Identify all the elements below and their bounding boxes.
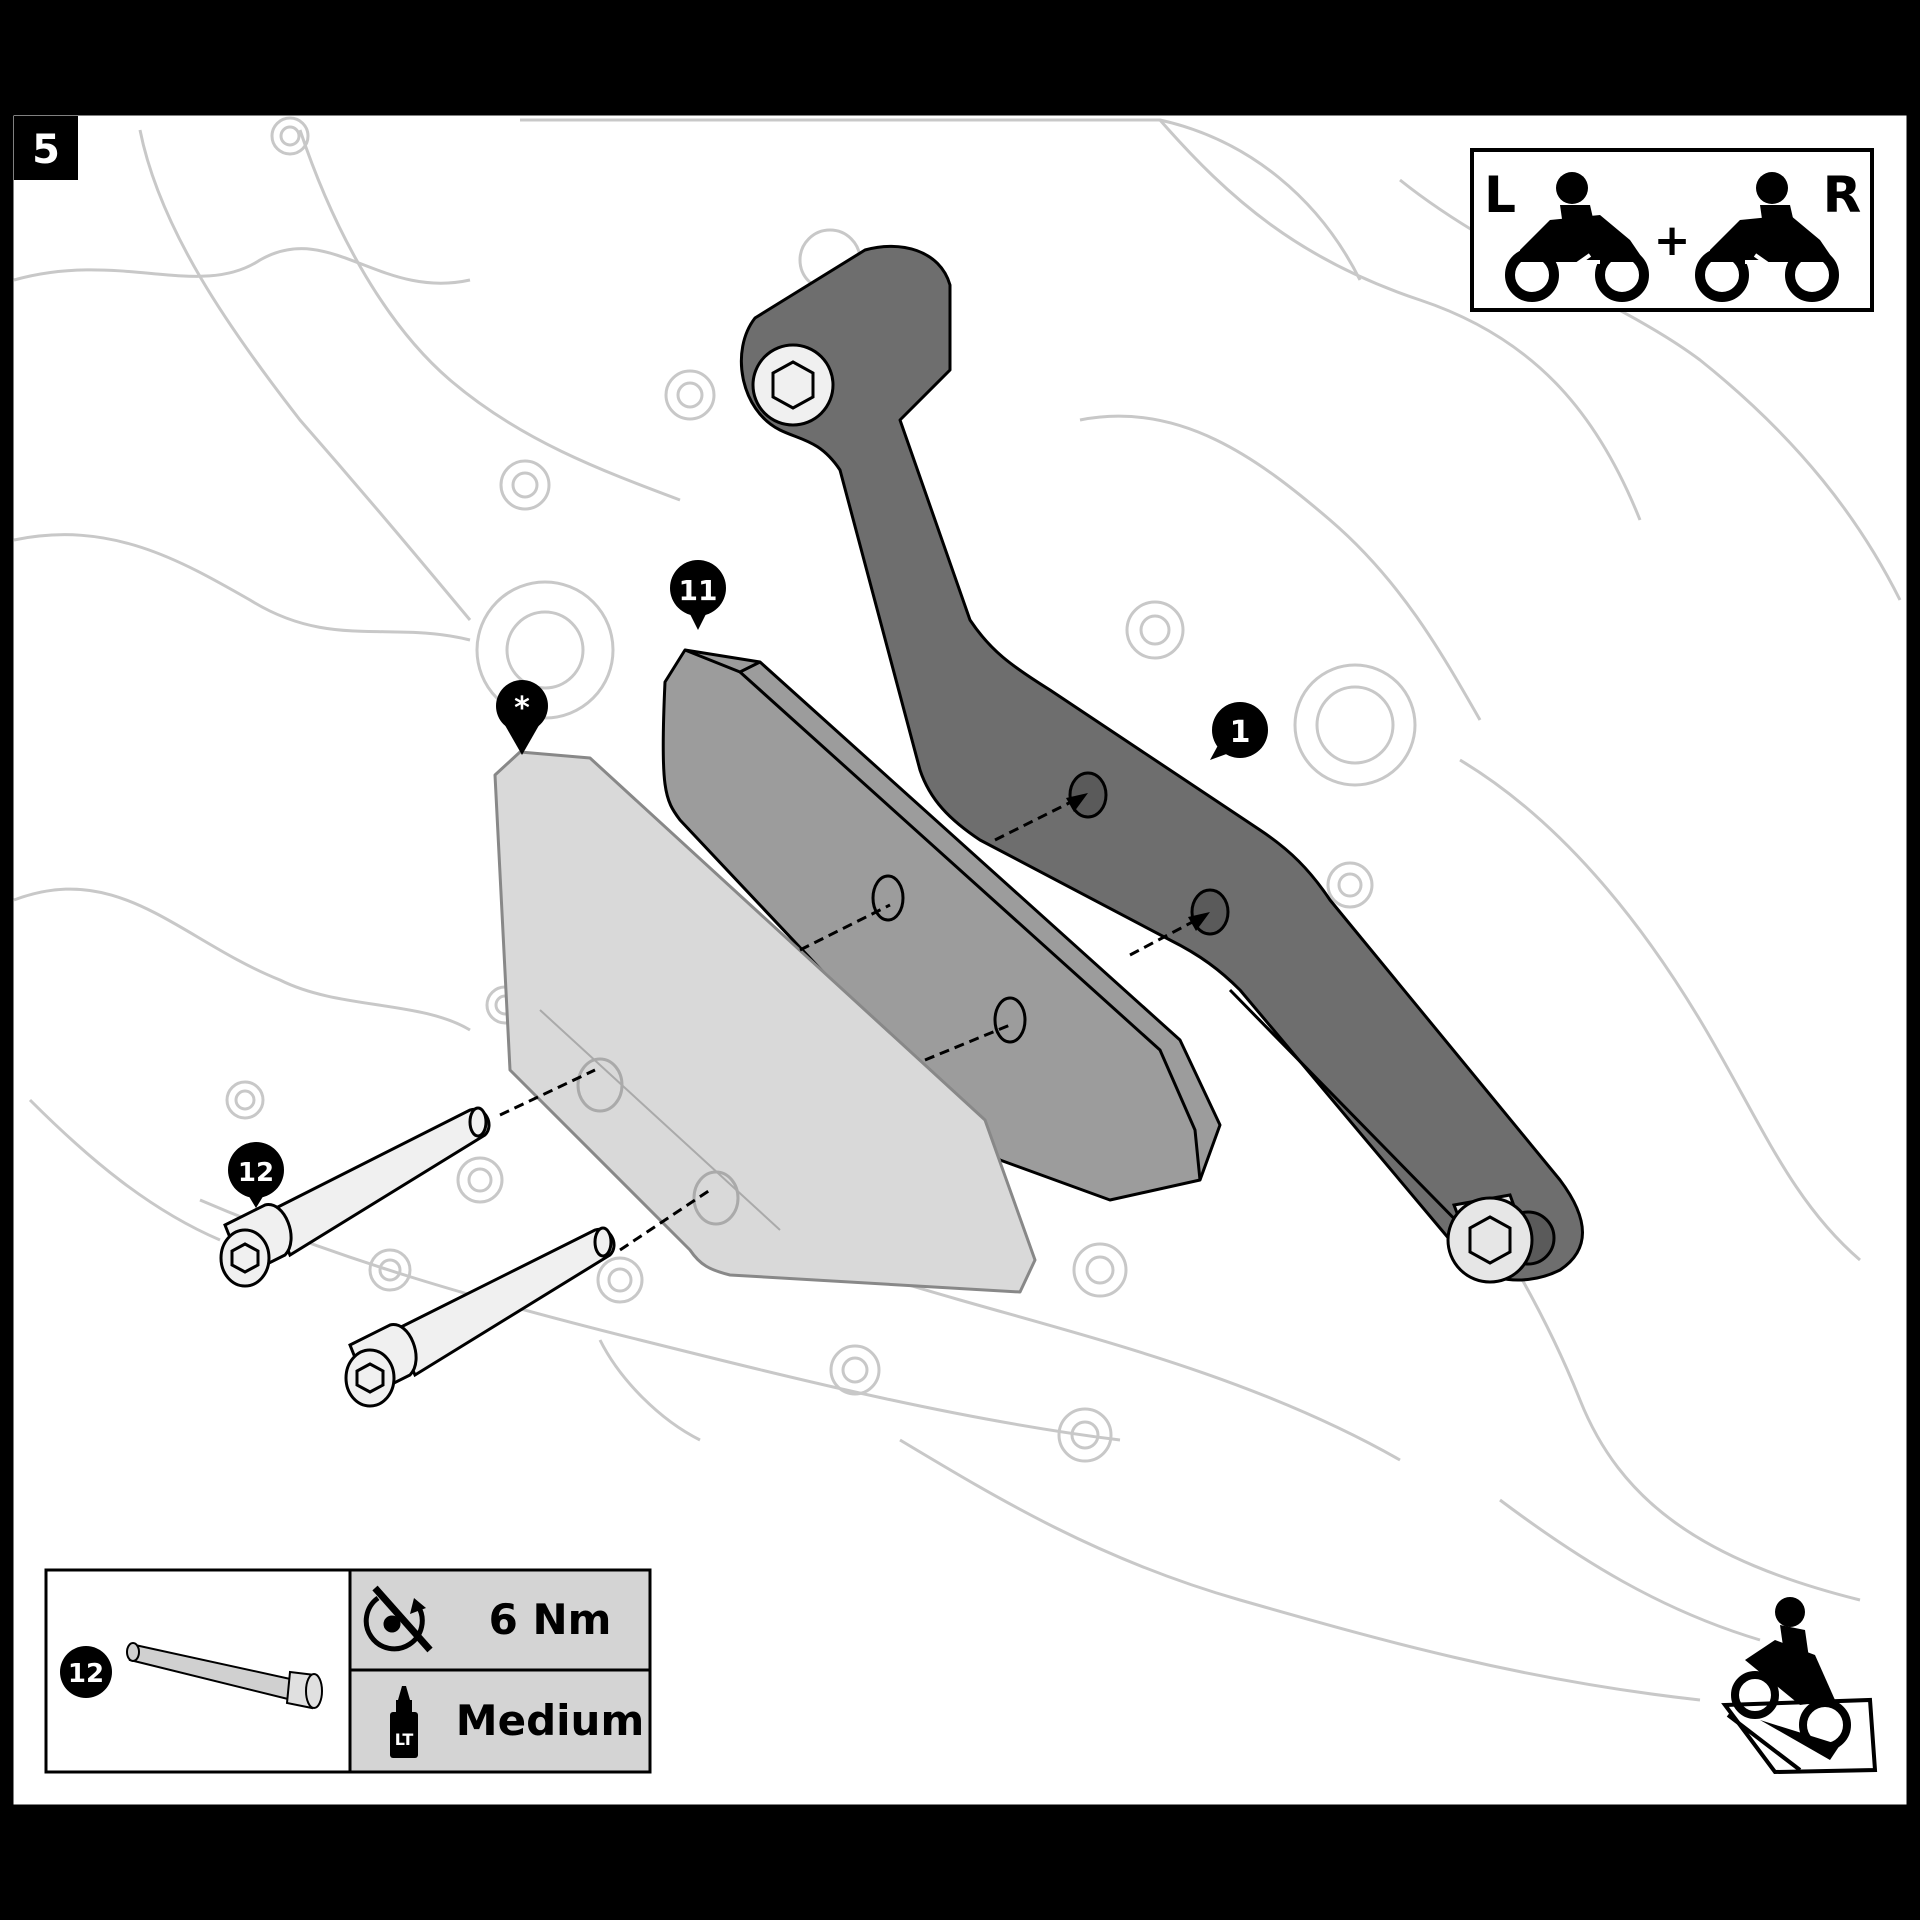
spec-torque-value: 6 Nm	[489, 1595, 612, 1644]
callout-spacer: 11	[670, 560, 726, 630]
step-badge: 5	[14, 116, 78, 180]
threadlocker-bottle-icon: LT	[390, 1686, 418, 1758]
bracket-bottom-bolt	[1446, 1193, 1556, 1284]
engine-background	[13, 116, 1902, 1702]
spec-box: 12 6 Nm LT Medium	[44, 1568, 652, 1774]
side-left-letter: L	[1484, 166, 1516, 224]
threadlock-icon-text: LT	[395, 1730, 414, 1749]
spec-threadlock-value: Medium	[456, 1696, 644, 1745]
callout-cover: *	[496, 680, 548, 755]
motorcycle-orientation-icon	[1721, 1597, 1878, 1775]
bolt-part-12-upper	[219, 1106, 491, 1288]
step-number: 5	[32, 127, 60, 173]
callout-bolt-label: 12	[238, 1158, 274, 1188]
side-plus: +	[1654, 215, 1691, 266]
torque-wrench-icon	[363, 1585, 433, 1653]
bottom-band	[0, 1814, 1920, 1920]
bolt-part-12-lower	[344, 1226, 616, 1408]
bracket-top-bolt	[751, 343, 835, 427]
callout-cover-label: *	[514, 691, 530, 726]
spec-bolt-drawing	[126, 1642, 323, 1710]
cover-plate	[493, 750, 1037, 1294]
spacer-hole-lower	[993, 996, 1027, 1044]
spec-part-number: 12	[68, 1659, 104, 1689]
alignment-arrowheads	[1066, 793, 1210, 931]
side-badge: L R +	[1470, 148, 1874, 312]
callout-bolt: 12	[228, 1142, 284, 1208]
motorcycle-left-icon	[1505, 172, 1649, 302]
callout-bracket: 1	[1210, 702, 1268, 760]
side-right-letter: R	[1823, 166, 1862, 224]
alignment-lines	[499, 798, 1201, 1252]
bracket-hole-upper	[1068, 771, 1108, 819]
callout-spacer-label: 11	[679, 574, 718, 607]
spacer-hole-upper	[871, 874, 905, 922]
spec-part-badge	[60, 1646, 112, 1698]
callout-bracket-label: 1	[1230, 715, 1251, 750]
motorcycle-right-icon	[1695, 172, 1839, 302]
spacer-part-11	[661, 648, 1222, 1202]
top-band	[0, 0, 1920, 106]
